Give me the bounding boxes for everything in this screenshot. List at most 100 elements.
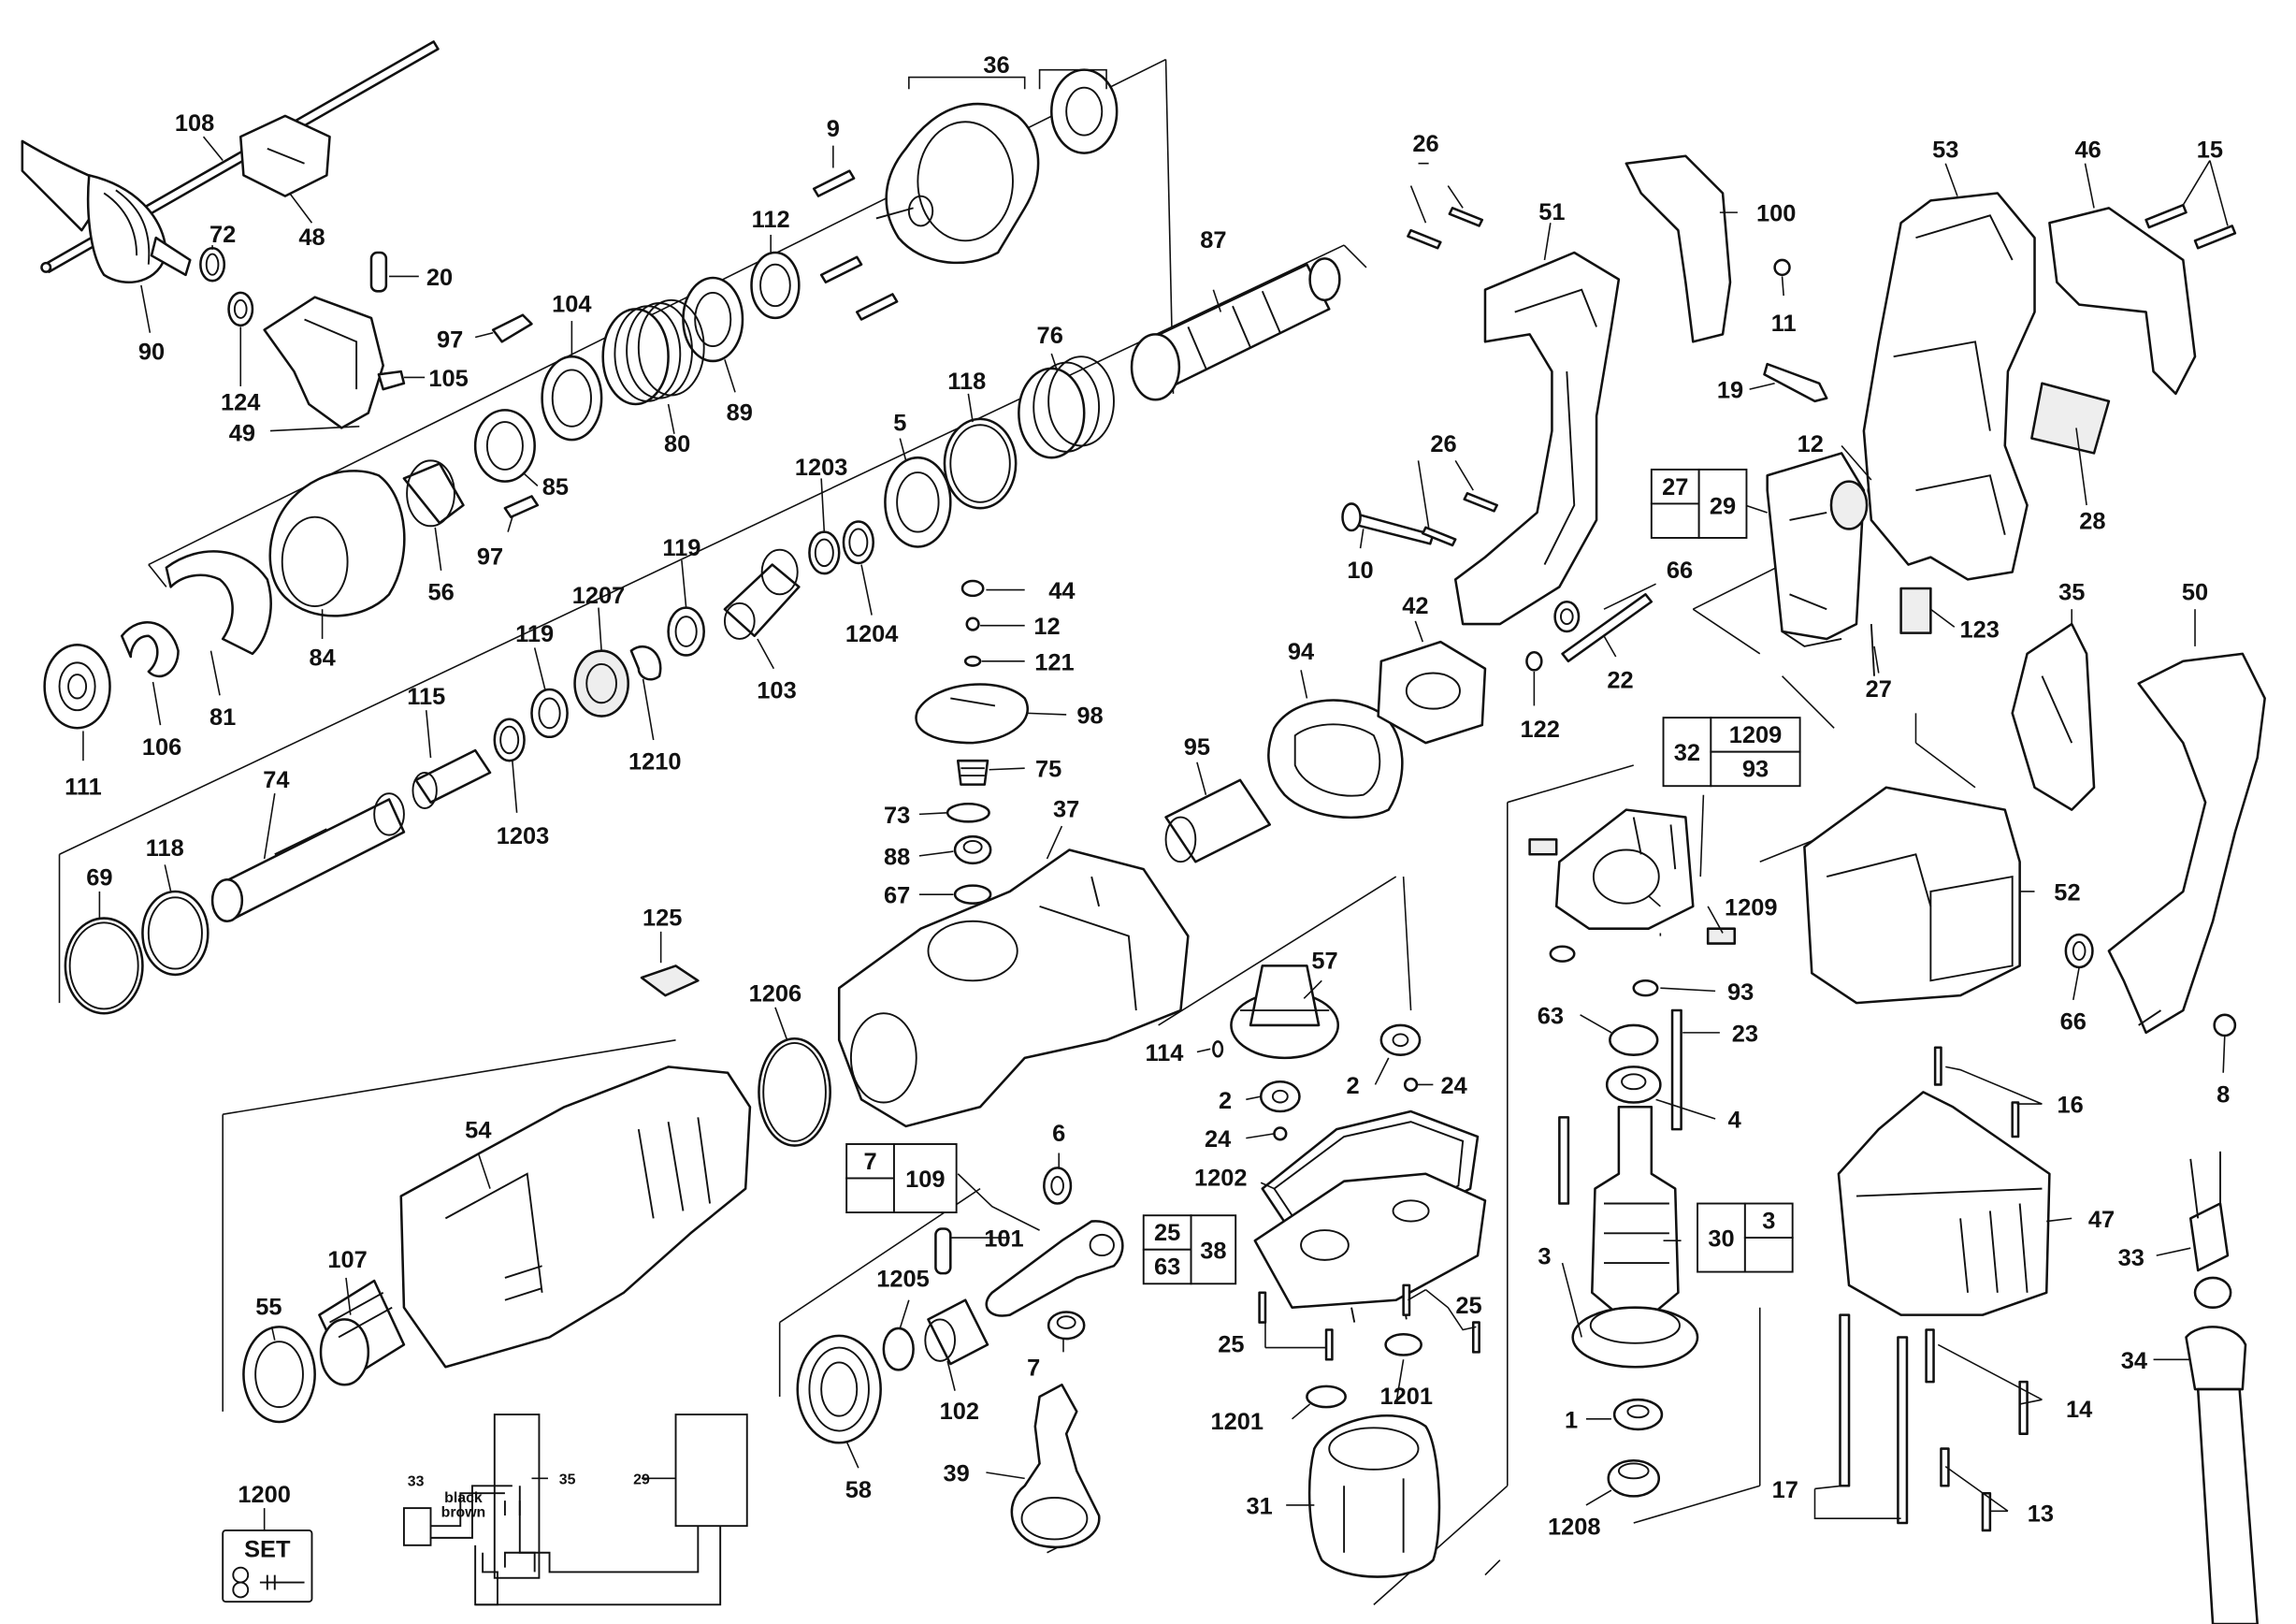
label-66-lower: 66 (2060, 1009, 2087, 1036)
label-1204: 1204 (845, 621, 899, 647)
part-38-cover-plate (1253, 1172, 1487, 1323)
part-46-rear-cover (2048, 207, 2197, 396)
part-15-screws (2144, 203, 2237, 250)
label-10: 10 (1347, 558, 1373, 584)
part-42-cover (1377, 640, 1487, 745)
part-119-washer-a (667, 606, 705, 657)
label-4: 4 (1728, 1108, 1741, 1134)
label-100: 100 (1756, 201, 1796, 227)
part-122-washer (1525, 650, 1543, 672)
label-75: 75 (1035, 757, 1061, 783)
part-2-bearing-a (1379, 1023, 1422, 1056)
label-48: 48 (298, 225, 325, 251)
label-1208: 1208 (1548, 1515, 1601, 1541)
label-14: 14 (2066, 1397, 2092, 1423)
part-54-housing-shell (399, 1066, 752, 1369)
label-55: 55 (255, 1295, 282, 1321)
part-25-screws (1258, 1283, 1480, 1361)
label-7: 7 (1027, 1356, 1040, 1382)
part-1205-ring (882, 1327, 915, 1371)
part-114-pin (1212, 1040, 1224, 1058)
part-103-anvil (723, 548, 801, 640)
part-11-screw (1773, 258, 1791, 277)
label-108: 108 (175, 110, 214, 137)
part-87-striker (1130, 257, 1341, 401)
label-1201-b: 1201 (1380, 1384, 1434, 1410)
label-125: 125 (643, 906, 682, 932)
part-2-bearing-b (1259, 1080, 1301, 1113)
part-34-cable (2185, 1276, 2259, 1624)
part-66-washer-upper (1553, 600, 1581, 633)
label-76: 76 (1037, 323, 1063, 349)
part-119-washer-b (530, 688, 569, 739)
label-19: 19 (1717, 378, 1743, 404)
part-112-ring (750, 251, 801, 320)
label-85: 85 (542, 474, 569, 500)
part-50-rear-handle (2107, 652, 2266, 1035)
label-15: 15 (2197, 137, 2223, 163)
part-1203-ring-upper (808, 530, 841, 575)
label-6: 6 (1052, 1121, 1065, 1147)
label-88: 88 (884, 844, 910, 870)
box-93-label: 93 (1742, 757, 1769, 783)
part-90-side-handle (21, 139, 192, 283)
label-33: 33 (2118, 1245, 2144, 1271)
label-36: 36 (983, 52, 1009, 79)
label-51: 51 (1538, 199, 1565, 225)
part-94-gasket (1267, 699, 1404, 819)
part-1207-felt (573, 649, 629, 718)
label-123: 123 (1960, 616, 2000, 643)
label-1210: 1210 (628, 749, 682, 776)
label-37: 37 (1053, 797, 1079, 823)
part-76-o-rings (1018, 355, 1115, 459)
label-87: 87 (1200, 227, 1226, 254)
label-1203-lower: 1203 (497, 823, 550, 849)
part-85-sleeve (473, 409, 536, 483)
wiring-label-29: 29 (633, 1472, 650, 1488)
box-32-1209-93: 32 1209 93 (1662, 717, 1801, 788)
box-7-label: 7 (863, 1149, 876, 1175)
label-17: 17 (1772, 1477, 1798, 1503)
label-47: 47 (2088, 1207, 2115, 1233)
part-3-armature (1571, 1106, 1699, 1369)
part-102-cylinder (924, 1298, 989, 1366)
label-56: 56 (427, 580, 454, 606)
box-109-label: 109 (905, 1167, 945, 1193)
part-17-bolts (1839, 1313, 1909, 1525)
label-8: 8 (2217, 1082, 2230, 1109)
label-72: 72 (209, 222, 236, 248)
box-30-3: 30 3 (1697, 1202, 1794, 1273)
label-26-upper: 26 (1412, 131, 1438, 157)
part-121-washer (963, 655, 982, 667)
label-102: 102 (940, 1399, 979, 1425)
wiring-label-33: 33 (408, 1473, 425, 1489)
label-84: 84 (309, 645, 335, 672)
part-1206-o-ring (758, 1037, 831, 1147)
box-3-label: 3 (1762, 1209, 1775, 1235)
box-63-label: 63 (1154, 1254, 1180, 1281)
wiring-component-33 (402, 1507, 432, 1546)
box-1209-label: 1209 (1729, 722, 1783, 748)
part-23-bolt (1670, 1008, 1682, 1131)
part-81-strap (165, 550, 272, 656)
set-icon-text: SET (244, 1537, 291, 1563)
label-94: 94 (1288, 639, 1314, 665)
label-20: 20 (426, 265, 453, 291)
label-73: 73 (884, 803, 910, 829)
label-9: 9 (827, 116, 840, 142)
label-90: 90 (138, 339, 165, 365)
label-1203-upper: 1203 (795, 455, 848, 481)
part-1209-brush-b (1706, 927, 1737, 945)
part-111-nose-cap (43, 644, 111, 730)
label-39: 39 (944, 1461, 970, 1487)
wire-label-black: black (444, 1490, 483, 1506)
label-31: 31 (1246, 1493, 1272, 1519)
label-81: 81 (209, 704, 236, 731)
label-80: 80 (664, 431, 690, 457)
label-24-b: 24 (1205, 1126, 1231, 1153)
part-118-o-ring-lower (141, 890, 209, 977)
label-27: 27 (1866, 676, 1892, 703)
label-2-a: 2 (1347, 1073, 1360, 1099)
part-48-depth-clamp (238, 114, 331, 197)
